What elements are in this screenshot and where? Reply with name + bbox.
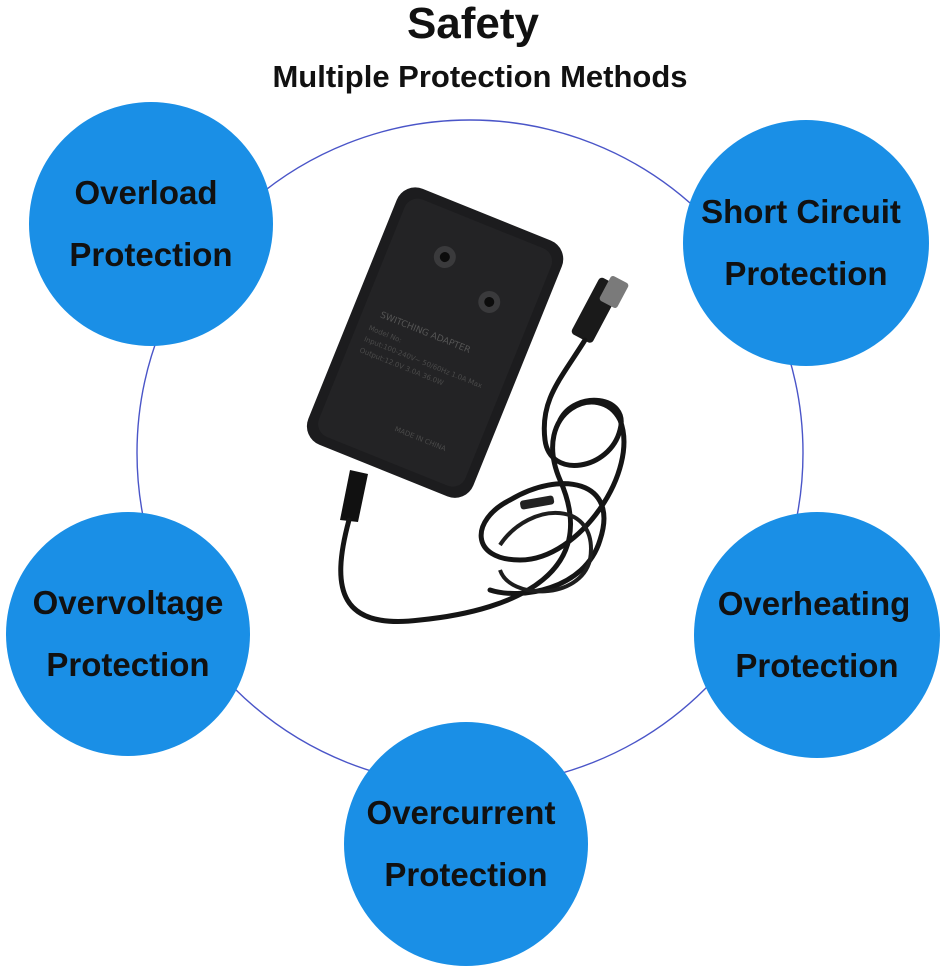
bubble-line2: Protection (46, 646, 210, 683)
short-circuit-protection-bubble: Short Circuit Protection (683, 120, 929, 366)
bubble-line1: Overheating (717, 585, 911, 622)
bubble-line2: Protection (724, 255, 888, 292)
bubble-line2: Protection (735, 647, 899, 684)
adapter-body: SWITCHING ADAPTER Model No: Input:100-24… (306, 187, 564, 498)
bubble-line1: Short Circuit (701, 193, 901, 230)
overheating-protection-bubble: Overheating Protection (694, 512, 940, 758)
bubble-line1: Overvoltage (32, 584, 224, 621)
bubble-line1: Overload (74, 174, 218, 211)
bubble-line2: Protection (384, 856, 548, 893)
bubble-line1: Overcurrent (366, 794, 556, 831)
overvoltage-protection-bubble: Overvoltage Protection (6, 512, 250, 756)
page-subtitle: Multiple Protection Methods (272, 59, 688, 94)
page-title: Safety (406, 0, 540, 48)
overcurrent-protection-bubble: Overcurrent Protection (344, 722, 588, 966)
overload-protection-bubble: Overload Protection (29, 102, 273, 346)
bubble-line2: Protection (69, 236, 233, 273)
dc-barrel-plug (571, 276, 629, 343)
